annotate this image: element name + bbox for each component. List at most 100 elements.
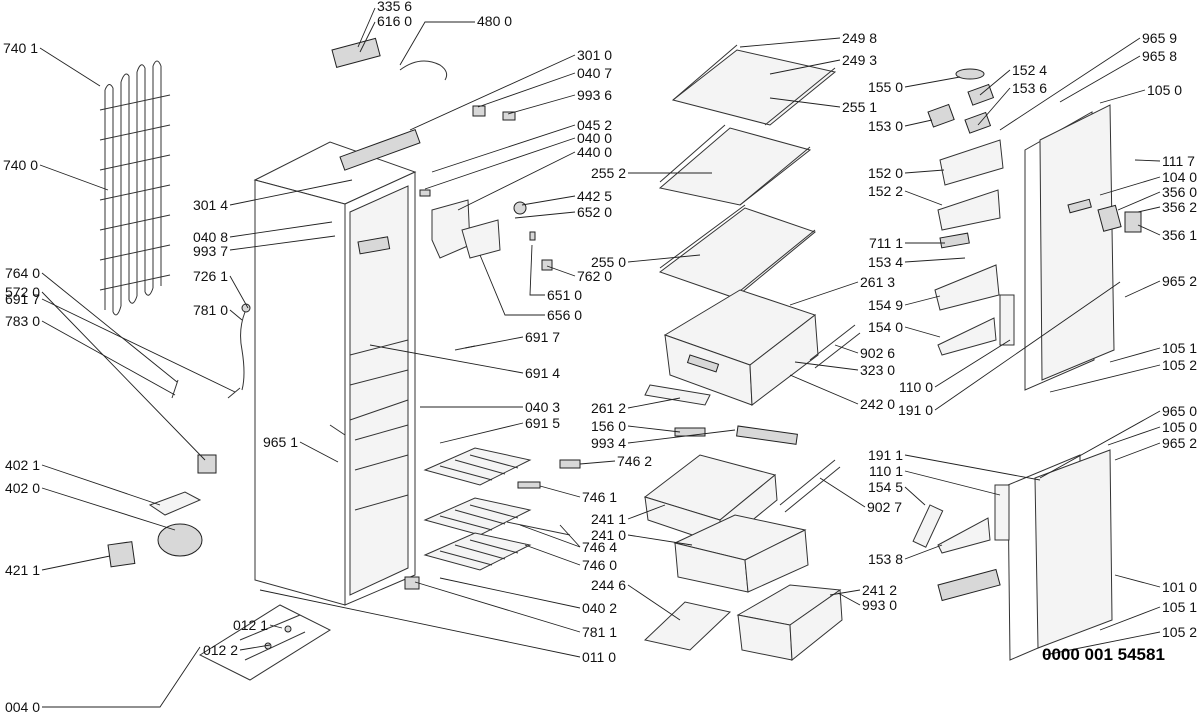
part-label: 105 0 xyxy=(1147,82,1182,98)
part-label: 155 0 xyxy=(868,79,903,95)
part-label: 152 2 xyxy=(868,183,903,199)
part-label: 746 1 xyxy=(582,489,617,505)
part-label: 153 4 xyxy=(868,254,903,270)
part-label: 356 0 xyxy=(1162,184,1197,200)
part-label: 762 0 xyxy=(577,268,612,284)
part-label: 040 8 xyxy=(193,229,228,245)
freezer-drawers xyxy=(643,425,843,661)
part-label: 356 1 xyxy=(1162,227,1197,243)
condenser-coil xyxy=(99,60,171,316)
part-label: 011 0 xyxy=(582,649,616,665)
part-label: 154 9 xyxy=(868,297,903,313)
part-label: 965 2 xyxy=(1162,435,1197,451)
part-label: 045 2 xyxy=(577,117,612,133)
part-label: 781 1 xyxy=(582,624,617,640)
leader-lines xyxy=(39,7,1161,708)
part-label: 110 0 xyxy=(899,379,933,395)
part-label: 965 9 xyxy=(1142,30,1177,46)
part-label: 261 3 xyxy=(860,274,895,290)
part-label: 040 2 xyxy=(582,600,617,616)
part-label: 249 3 xyxy=(842,52,877,68)
part-label: 691 7 xyxy=(5,291,40,307)
part-label: 261 2 xyxy=(591,400,626,416)
part-label: 241 0 xyxy=(591,527,626,543)
part-label: 040 0 xyxy=(577,130,612,146)
part-label: 740 0 xyxy=(3,157,38,173)
part-label: 993 4 xyxy=(591,435,626,451)
part-label: 012 2 xyxy=(203,642,238,658)
part-label: 255 0 xyxy=(591,254,626,270)
part-label: 152 0 xyxy=(868,165,903,181)
part-label: 154 0 xyxy=(868,319,903,335)
part-label: 104 0 xyxy=(1162,169,1197,185)
part-label: 965 1 xyxy=(263,434,298,450)
part-label: 656 0 xyxy=(547,307,582,323)
part-label: 242 0 xyxy=(860,396,895,412)
part-label: 153 8 xyxy=(868,551,903,567)
part-label: 249 8 xyxy=(842,30,877,46)
freezer-door xyxy=(994,449,1113,661)
part-label: 764 0 xyxy=(5,265,40,281)
part-label: 156 0 xyxy=(591,418,626,434)
part-label: 651 0 xyxy=(547,287,582,303)
part-label: 040 7 xyxy=(577,65,612,81)
part-label: 153 6 xyxy=(1012,80,1047,96)
part-label: 993 0 xyxy=(862,597,897,613)
part-label: 402 0 xyxy=(5,480,40,496)
part-label: 402 1 xyxy=(5,457,40,473)
part-label: 110 1 xyxy=(869,463,903,479)
part-label: 746 4 xyxy=(582,539,617,555)
cabinet-body xyxy=(253,128,421,606)
part-label: 572 0 xyxy=(5,284,40,300)
part-label: 191 0 xyxy=(898,402,933,418)
part-label: 965 8 xyxy=(1142,48,1177,64)
part-label: 711 1 xyxy=(869,235,903,251)
part-label: 902 7 xyxy=(867,499,902,515)
part-label: 781 0 xyxy=(193,302,228,318)
part-label: 323 0 xyxy=(860,362,895,378)
hinge-kit-box xyxy=(198,604,332,681)
document-number: 0000 001 54581 xyxy=(1042,645,1165,664)
part-label: 152 4 xyxy=(1012,62,1047,78)
part-label: 965 0 xyxy=(1162,403,1197,419)
part-label: 004 0 xyxy=(5,699,40,714)
part-label: 153 0 xyxy=(868,118,903,134)
part-labels: 740 1 740 0 301 4 040 8 993 7 726 1 781 … xyxy=(3,0,1197,714)
part-label: 740 1 xyxy=(3,40,38,56)
part-label: 154 5 xyxy=(868,479,903,495)
part-label: 241 1 xyxy=(591,511,626,527)
fridge-door xyxy=(999,104,1142,391)
part-label: 335 6 xyxy=(377,0,412,14)
part-label: 101 0 xyxy=(1162,579,1197,595)
part-label: 191 1 xyxy=(868,447,903,463)
part-label: 421 1 xyxy=(5,562,40,578)
part-label: 105 2 xyxy=(1162,624,1197,640)
part-label: 105 0 xyxy=(1162,419,1197,435)
part-label: 105 1 xyxy=(1162,340,1197,356)
part-label: 902 6 xyxy=(860,345,895,361)
part-label: 442 5 xyxy=(577,188,612,204)
part-label: 993 6 xyxy=(577,87,612,103)
part-label: 040 3 xyxy=(525,399,560,415)
part-label: 746 2 xyxy=(617,453,652,469)
door-balconies xyxy=(912,68,1004,602)
part-label: 480 0 xyxy=(477,13,512,29)
top-control-parts xyxy=(331,37,553,271)
part-label: 244 6 xyxy=(591,577,626,593)
part-label: 301 0 xyxy=(577,47,612,63)
part-label: 301 4 xyxy=(193,197,228,213)
part-label: 691 5 xyxy=(525,415,560,431)
part-label: 965 2 xyxy=(1162,273,1197,289)
part-label: 691 4 xyxy=(525,365,560,381)
part-label: 783 0 xyxy=(5,313,40,329)
part-label: 356 2 xyxy=(1162,199,1197,215)
part-label: 652 0 xyxy=(577,204,612,220)
part-label: 111 7 xyxy=(1162,153,1195,169)
wire-shelves xyxy=(404,447,581,590)
part-label: 255 1 xyxy=(842,99,877,115)
part-label: 440 0 xyxy=(577,144,612,160)
part-label: 255 2 xyxy=(591,165,626,181)
glass-shelves xyxy=(658,44,837,299)
part-label: 726 1 xyxy=(193,268,228,284)
